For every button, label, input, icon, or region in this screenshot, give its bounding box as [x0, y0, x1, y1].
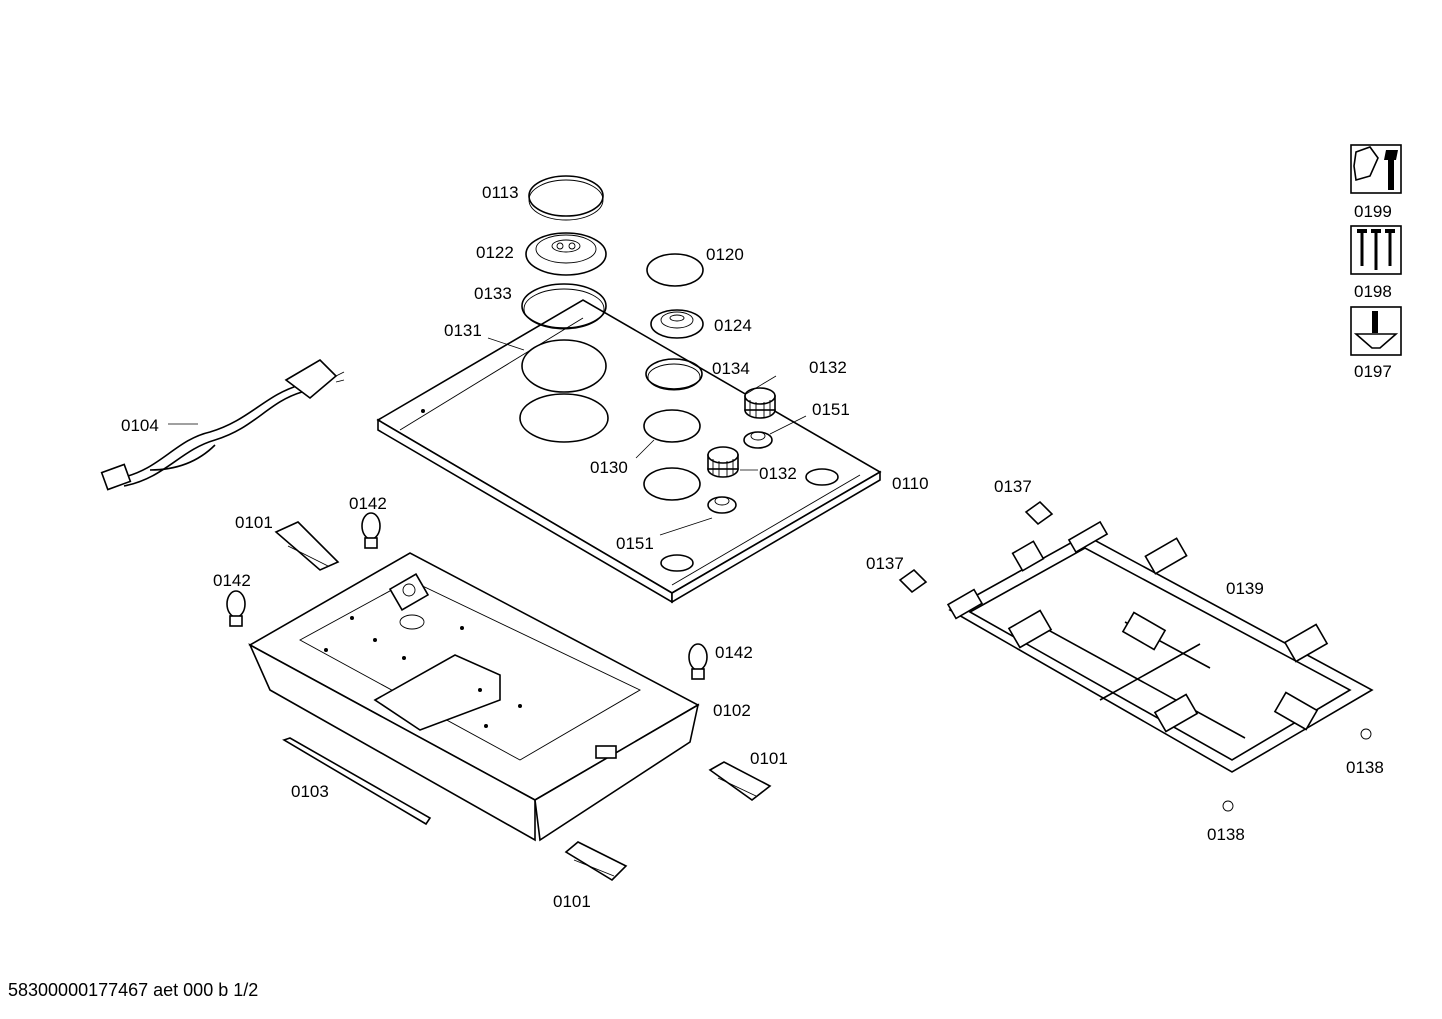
label-0113: 0113	[482, 183, 519, 202]
rubber-foot-right	[1360, 728, 1372, 740]
control-knob-lower	[707, 446, 739, 478]
label-0142-left: 0142	[213, 571, 251, 590]
clip-left	[898, 568, 928, 594]
rubber-foot-bottom	[1222, 800, 1234, 812]
power-cable	[100, 358, 345, 491]
document-footer: 58300000177467 aet 000 b 1/2	[8, 980, 259, 1000]
label-0137-left: 0137	[866, 554, 904, 573]
foot-right	[688, 643, 708, 680]
label-0138-right: 0138	[1346, 758, 1384, 777]
burner-ring-small	[645, 358, 703, 391]
label-0151-upper: 0151	[812, 400, 850, 419]
burner-ring-large	[521, 283, 607, 330]
label-0103: 0103	[291, 782, 329, 801]
label-0102: 0102	[713, 701, 751, 720]
clamp-bracket-top	[274, 521, 340, 571]
label-0101-bottom: 0101	[553, 892, 591, 911]
label-0101-right: 0101	[750, 749, 788, 768]
burner-head-small	[650, 309, 704, 339]
label-0131: 0131	[444, 321, 482, 340]
burner-head-large	[525, 232, 607, 276]
label-0138-bottom: 0138	[1207, 825, 1245, 844]
burner-cap-small	[646, 253, 704, 287]
burner-cap-large	[528, 175, 604, 221]
label-0122: 0122	[476, 243, 514, 262]
label-0132-lower: 0132	[759, 464, 797, 483]
label-0151-lower: 0151	[616, 534, 654, 553]
control-knob-upper	[744, 387, 776, 419]
label-0124: 0124	[714, 316, 752, 335]
label-0197: 0197	[1354, 362, 1392, 381]
label-0137-top: 0137	[994, 477, 1032, 496]
foot-left	[226, 590, 246, 627]
bottom-tray	[248, 552, 700, 842]
label-0199: 0199	[1354, 202, 1392, 221]
label-0134: 0134	[712, 359, 750, 378]
label-0142-top: 0142	[349, 494, 387, 513]
label-0120: 0120	[706, 245, 744, 264]
pan-support-grid	[946, 520, 1374, 773]
label-0132-upper: 0132	[809, 358, 847, 377]
foot-top	[361, 512, 381, 549]
leader-lines	[168, 337, 807, 536]
screws-icon	[1350, 225, 1402, 275]
label-0133: 0133	[474, 284, 512, 303]
knob-seal-lower	[707, 496, 737, 514]
label-0104: 0104	[121, 416, 159, 435]
screwdriver-icon	[1350, 306, 1402, 356]
cooktop-plate	[376, 299, 882, 604]
sealing-strip	[282, 737, 432, 826]
label-0101-top: 0101	[235, 513, 273, 532]
label-0142-right: 0142	[715, 643, 753, 662]
label-0198: 0198	[1354, 282, 1392, 301]
nut-wrench-icon	[1350, 144, 1402, 194]
clamp-bracket-right	[708, 761, 772, 801]
knob-seal-upper	[743, 431, 773, 449]
label-0130: 0130	[590, 458, 628, 477]
label-0139: 0139	[1226, 579, 1264, 598]
clamp-bracket-bottom	[564, 841, 628, 882]
clip-top	[1024, 500, 1054, 526]
label-0110: 0110	[892, 474, 929, 493]
